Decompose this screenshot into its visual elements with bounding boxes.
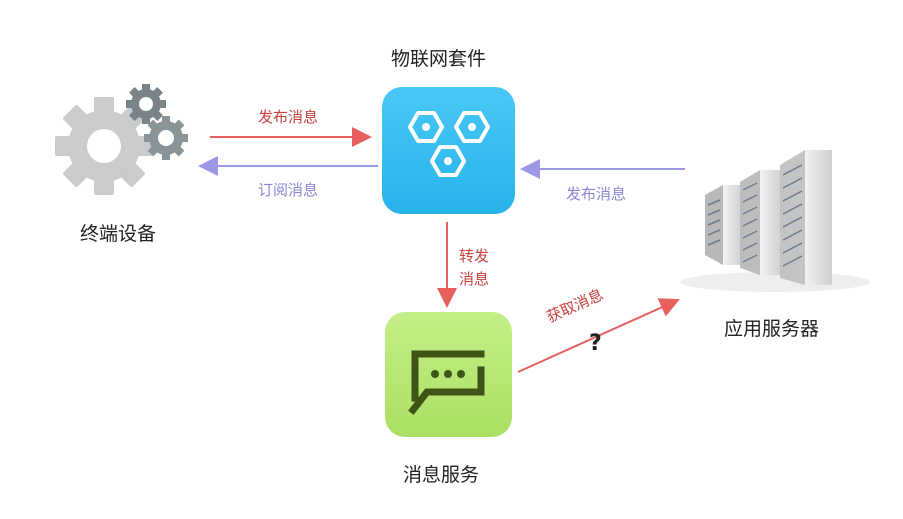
app-server-label: 应用服务器	[724, 318, 820, 340]
chat-bubble-icon	[408, 350, 485, 415]
forward-label-line1: 转发	[459, 247, 490, 265]
message-service-label: 消息服务	[403, 464, 480, 486]
server-publish-label: 发布消息	[566, 185, 627, 203]
arrow-fetch	[517, 298, 680, 373]
gears-icon	[55, 84, 188, 195]
message-service-node	[385, 312, 512, 437]
device-subscribe-label: 订阅消息	[258, 181, 319, 199]
iot-suite-label: 物联网套件	[391, 48, 487, 70]
forward-label-line2: 消息	[459, 270, 490, 288]
device-publish-label: 发布消息	[258, 108, 319, 126]
server-rack-icon	[680, 150, 870, 292]
iot-suite-node	[382, 87, 515, 214]
hexagon-cluster-icon	[408, 111, 490, 177]
device-label: 终端设备	[80, 223, 157, 245]
fetch-question-mark: ?	[589, 331, 602, 356]
